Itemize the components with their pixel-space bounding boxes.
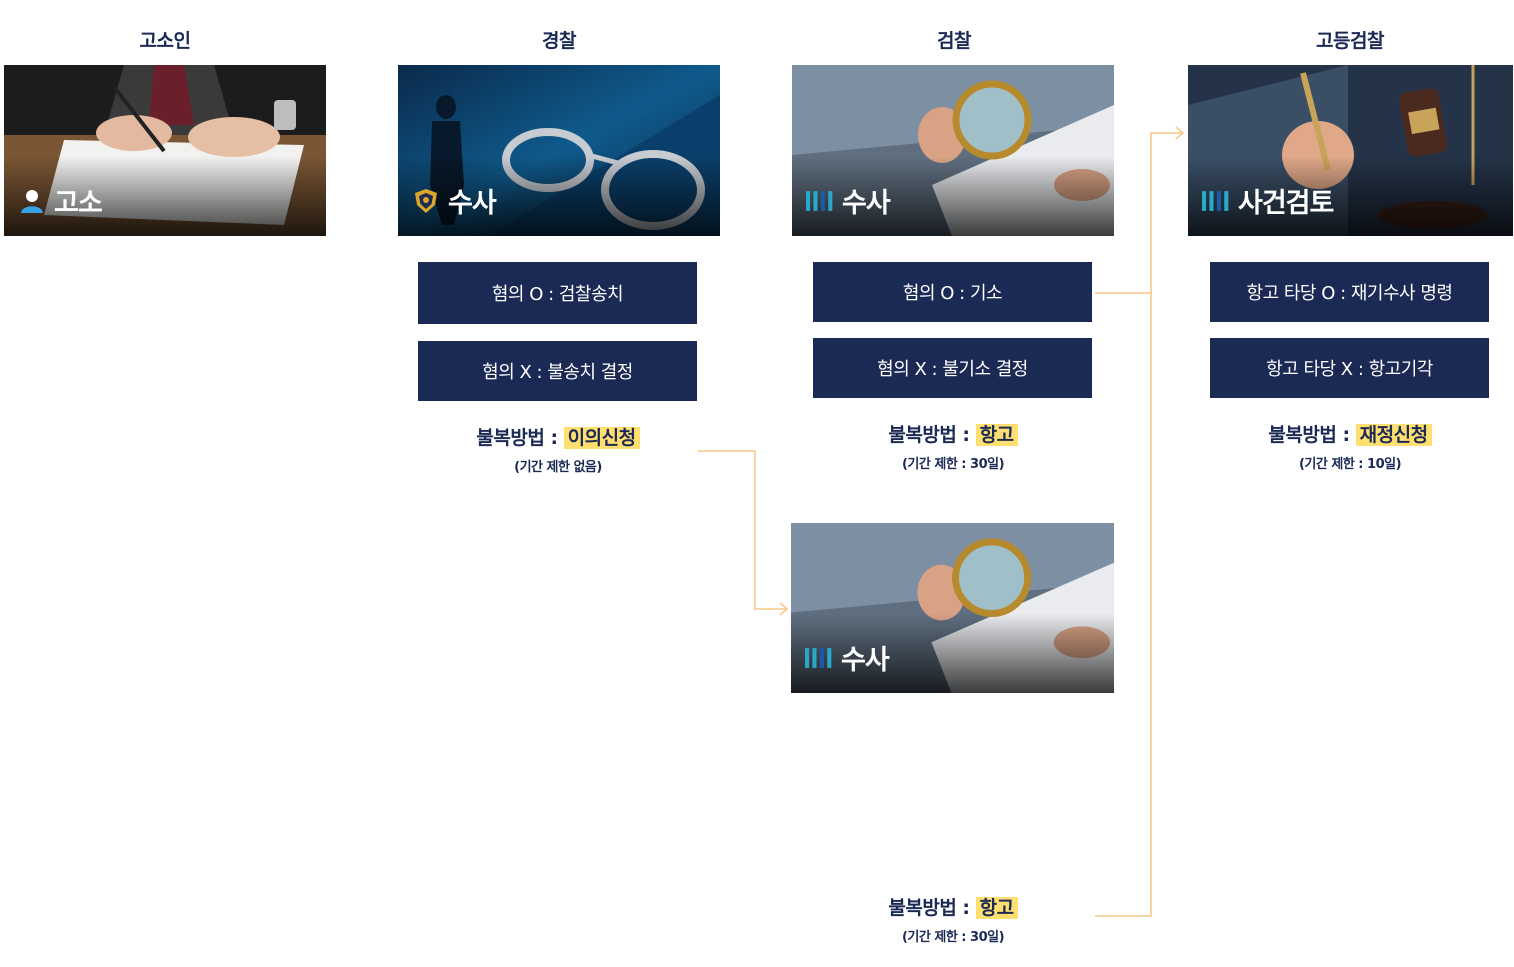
- police-result-not-suspected: 혐의 X : 불송치 결정: [418, 341, 697, 401]
- column-title-police: 경찰: [542, 30, 576, 52]
- prosecution-logo-icon: [805, 644, 833, 672]
- police-appeal-method: 이의신청: [563, 427, 640, 449]
- reinvestigation-appeal-method: 항고: [975, 897, 1018, 919]
- reinvestigation-appeal: 불복방법 : 항고 (기간 제한 : 30일): [793, 893, 1113, 945]
- prosecution-result-indict: 혐의 O : 기소: [813, 262, 1092, 322]
- police-appeal: 불복방법 : 이의신청 (기간 제한 없음): [398, 423, 718, 475]
- police-appeal-label: 불복방법 :: [476, 427, 558, 449]
- police-result-suspected: 혐의 O : 검찰송치: [418, 262, 697, 324]
- card-prosecution-caption: 수사: [806, 181, 891, 220]
- high-appeal: 불복방법 : 재정신청 (기간 제한 : 10일): [1190, 420, 1510, 472]
- card-reinvestigation: 수사: [791, 523, 1114, 693]
- high-result-invalid: 항고 타당 X : 항고기각: [1210, 338, 1489, 398]
- arrow-head-reinvestigation: [779, 602, 789, 616]
- high-appeal-label: 불복방법 :: [1268, 424, 1350, 446]
- prosecution-appeal-method: 항고: [975, 424, 1018, 446]
- arrow-head-high: [1175, 126, 1185, 140]
- high-appeal-method: 재정신청: [1355, 424, 1432, 446]
- card-reinvestigation-label: 수사: [841, 645, 890, 676]
- card-police-investigation: 수사: [398, 65, 720, 236]
- police-appeal-note: (기간 제한 없음): [514, 460, 602, 475]
- prosecution-result-no-indict: 혐의 X : 불기소 결정: [813, 338, 1092, 398]
- high-result-valid: 항고 타당 O : 재기수사 명령: [1210, 262, 1489, 322]
- police-badge-icon: [412, 187, 440, 215]
- card-complaint-label: 고소: [54, 188, 103, 219]
- card-police-label: 수사: [448, 188, 497, 219]
- card-case-review: 사건검토: [1188, 65, 1513, 236]
- column-title-high-prosecution: 고등검찰: [1316, 30, 1384, 52]
- prosecution-appeal-label: 불복방법 :: [888, 424, 970, 446]
- high-appeal-note: (기간 제한 : 10일): [1298, 457, 1402, 472]
- prosecution-logo-icon: [1202, 187, 1230, 215]
- reinvestigation-appeal-note: (기간 제한 : 30일): [901, 930, 1005, 945]
- column-title-prosecution: 검찰: [937, 30, 971, 52]
- card-complaint-caption: 고소: [18, 181, 103, 220]
- card-case-review-caption: 사건검토: [1202, 181, 1334, 220]
- card-reinvestigation-caption: 수사: [805, 638, 890, 677]
- prosecution-appeal-note: (기간 제한 : 30일): [901, 457, 1005, 472]
- column-title-complainant: 고소인: [139, 30, 191, 52]
- card-case-review-label: 사건검토: [1238, 188, 1334, 219]
- card-police-caption: 수사: [412, 181, 497, 220]
- card-prosecution-investigation: 수사: [792, 65, 1114, 236]
- person-icon: [18, 187, 46, 215]
- reinvestigation-appeal-label: 불복방법 :: [888, 897, 970, 919]
- prosecution-logo-icon: [806, 187, 834, 215]
- prosecution-appeal: 불복방법 : 항고 (기간 제한 : 30일): [793, 420, 1113, 472]
- card-prosecution-label: 수사: [842, 188, 891, 219]
- card-complaint: 고소: [4, 65, 326, 236]
